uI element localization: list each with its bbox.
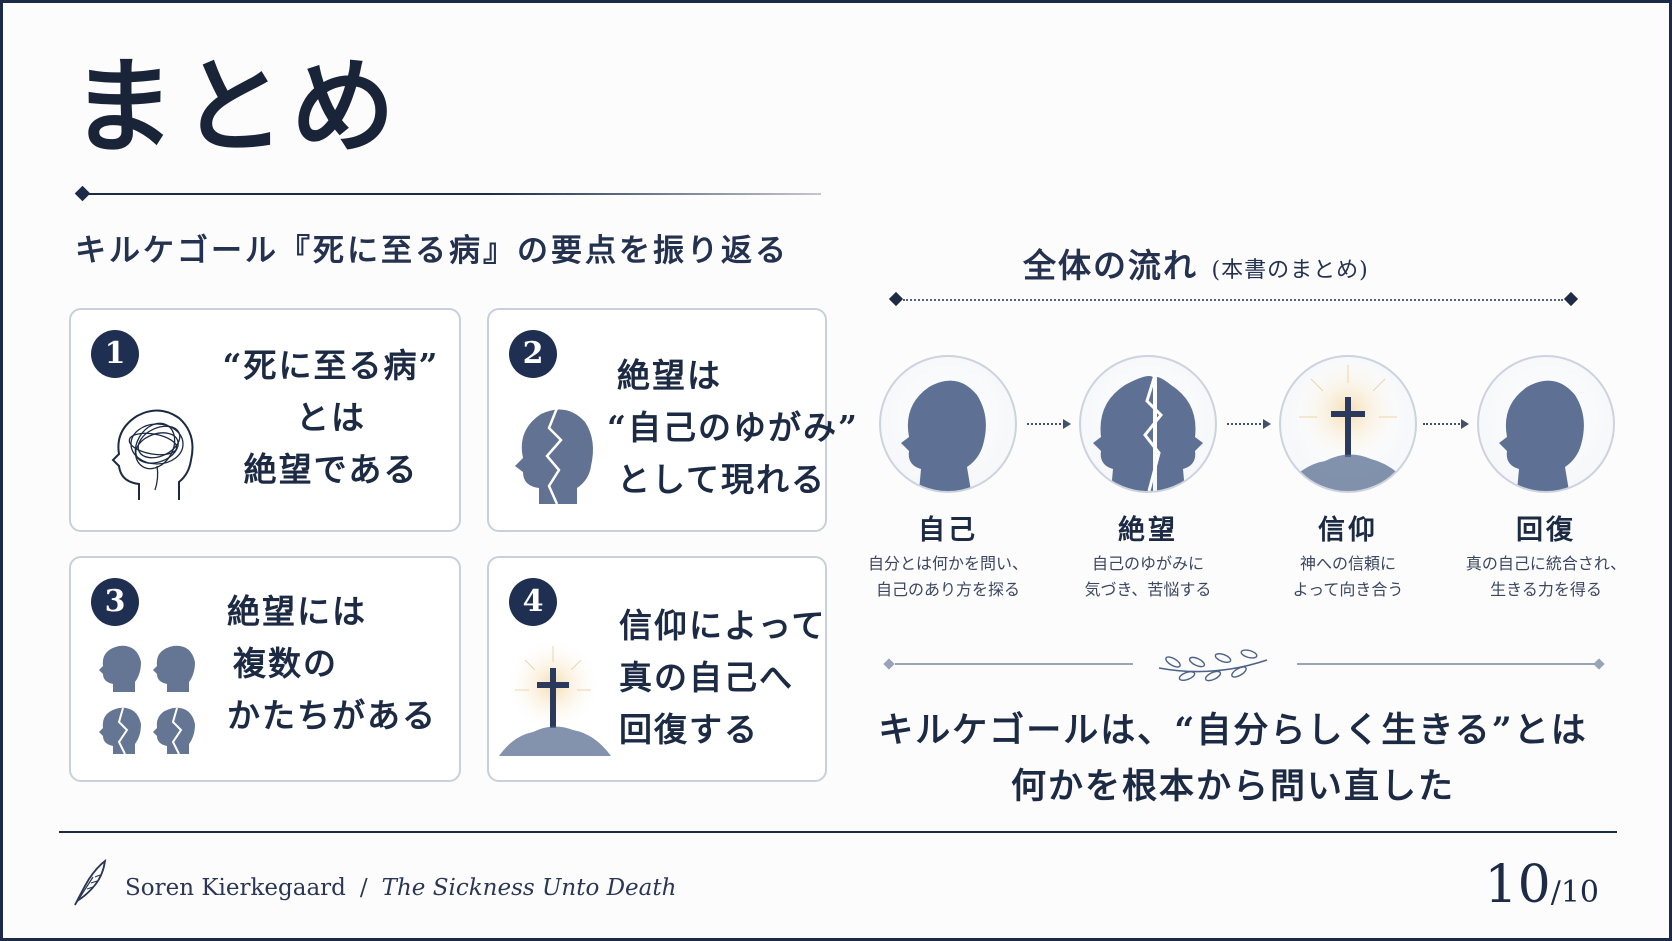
flow-arrow-head bbox=[1461, 419, 1469, 429]
step-desc-line: 自分とは何かを問い、 bbox=[867, 554, 1028, 573]
ornament-line-left bbox=[895, 663, 1133, 665]
step-desc: 自己のゆがみに 気づき、苦悩する bbox=[1053, 551, 1243, 603]
card-line: として現れる bbox=[617, 460, 827, 499]
flow-arrow bbox=[1227, 423, 1265, 427]
head-silhouette-icon bbox=[1499, 380, 1584, 491]
card-text: 絶望は “自己のゆがみ” として現れる bbox=[607, 350, 859, 506]
summary-card-3: 3 絶望には 複数の かたちがある bbox=[69, 556, 461, 782]
step-title: 信仰 bbox=[1318, 515, 1378, 546]
conclusion-line: 何かを根本から問い直した bbox=[1010, 766, 1455, 807]
quill-feather-icon bbox=[74, 859, 107, 906]
title-divider bbox=[81, 193, 821, 195]
step-desc-line: 真の自己に統合され、 bbox=[1465, 554, 1627, 573]
step-desc-line: 自己のゆがみに bbox=[1091, 554, 1204, 573]
step-desc: 自分とは何かを問い、 自己のあり方を探る bbox=[853, 551, 1043, 603]
card-line: 絶望には bbox=[227, 592, 367, 631]
card-line: とは bbox=[296, 398, 366, 437]
card-number-badge: 4 bbox=[509, 578, 557, 626]
tangled-mind-head-icon bbox=[111, 409, 194, 500]
four-heads-icon bbox=[99, 645, 195, 755]
footer-citation: Soren Kierkegaard / The Sickness Unto Deat… bbox=[125, 875, 676, 901]
step-title: 自己 bbox=[918, 515, 978, 546]
card-line: 複数の bbox=[233, 644, 338, 683]
flow-dotted-line bbox=[903, 299, 1563, 301]
step-desc-line: よって向き合う bbox=[1292, 580, 1404, 599]
ornament-dot-right bbox=[1593, 658, 1605, 670]
step-title: 回復 bbox=[1516, 515, 1576, 546]
flow-line-diamond-left bbox=[888, 291, 904, 307]
ornament-dot-left bbox=[883, 658, 895, 670]
page-subtitle: キルケゴール『死に至る病』の要点を振り返る bbox=[75, 233, 789, 269]
card-line: “自己のゆがみ” bbox=[607, 408, 859, 447]
flow-heading-title: 全体の流れ bbox=[1023, 246, 1198, 285]
card-line: “死に至る病” bbox=[222, 346, 440, 385]
step-desc-line: 自己のあり方を探る bbox=[875, 580, 1020, 599]
page-title: まとめ bbox=[71, 45, 402, 168]
cracked-head-icon bbox=[515, 407, 593, 505]
step-desc-line: 神への信頼に bbox=[1299, 554, 1396, 573]
conclusion-text: キルケゴールは、“自分らしく生きる”とは 何かを根本から問い直した bbox=[873, 703, 1593, 815]
card-text: 絶望には 複数の かたちがある bbox=[227, 586, 447, 742]
footer-separator: / bbox=[359, 875, 368, 901]
title-divider-diamond bbox=[74, 185, 91, 202]
flow-line-diamond-right bbox=[1563, 291, 1579, 307]
page-number: 10/10 bbox=[1485, 855, 1599, 915]
step-circle-recovery bbox=[1477, 355, 1615, 493]
flow-arrow bbox=[1423, 423, 1463, 427]
summary-card-2: 2 絶望は “自己のゆがみ” として現れる bbox=[487, 308, 859, 532]
step-desc: 神への信頼に よって向き合う bbox=[1253, 551, 1443, 603]
card-text: “死に至る病” とは 絶望である bbox=[221, 340, 441, 496]
card-line: 信仰によって bbox=[619, 606, 827, 645]
step-circle-despair bbox=[1079, 355, 1217, 493]
step-desc-line: 生きる力を得る bbox=[1490, 580, 1602, 599]
card-line: 絶望である bbox=[243, 450, 419, 489]
page-total: /10 bbox=[1550, 875, 1599, 910]
cross-on-hill-icon bbox=[1281, 361, 1415, 491]
card-text: 信仰によって 真の自己へ 回復する bbox=[619, 600, 827, 756]
ornament-line-right bbox=[1297, 663, 1595, 665]
flow-arrow-head bbox=[1063, 419, 1071, 429]
card-number-badge: 3 bbox=[91, 578, 139, 626]
cracked-head-icon bbox=[1093, 374, 1203, 491]
footer-author: Soren Kierkegaard bbox=[125, 875, 346, 901]
cross-on-hill-icon bbox=[499, 642, 611, 756]
step-circle-faith bbox=[1279, 355, 1417, 493]
flow-heading-note: (本書のまとめ) bbox=[1211, 258, 1369, 283]
footer-book-title: The Sickness Unto Death bbox=[381, 875, 677, 901]
step-circle-self bbox=[879, 355, 1017, 493]
head-silhouette-icon bbox=[901, 380, 986, 491]
footer-divider bbox=[59, 831, 1617, 833]
card-number-badge: 2 bbox=[509, 330, 557, 378]
card-number-badge: 1 bbox=[91, 330, 139, 378]
step-desc-line: 気づき、苦悩する bbox=[1084, 580, 1212, 599]
conclusion-line: キルケゴールは、“自分らしく生きる”とは bbox=[878, 710, 1588, 751]
laurel-branch-icon bbox=[1158, 649, 1268, 682]
flow-arrow-head bbox=[1263, 419, 1271, 429]
card-line: 絶望は bbox=[617, 356, 722, 395]
flow-arrow bbox=[1027, 423, 1065, 427]
step-desc: 真の自己に統合され、 生きる力を得る bbox=[1451, 551, 1641, 603]
summary-card-1: 1 “死に至る病” とは 絶望である bbox=[69, 308, 461, 532]
summary-card-4: 4 信仰によって 真の自己へ 回復する bbox=[487, 556, 827, 782]
step-title: 絶望 bbox=[1118, 515, 1178, 546]
card-line: かたちがある bbox=[227, 696, 437, 735]
card-line: 回復する bbox=[619, 710, 759, 749]
flow-heading: 全体の流れ (本書のまとめ) bbox=[1023, 239, 1369, 287]
page-current: 10 bbox=[1484, 855, 1551, 915]
card-line: 真の自己へ bbox=[619, 658, 794, 697]
